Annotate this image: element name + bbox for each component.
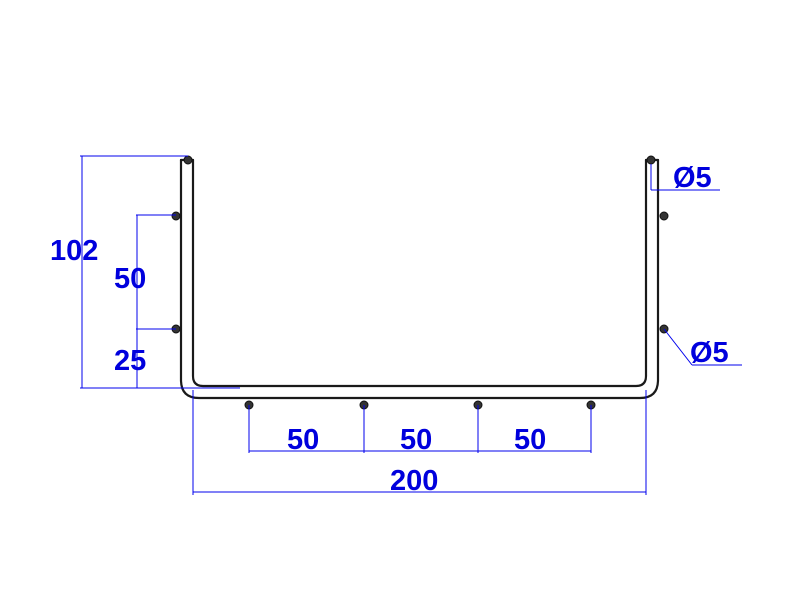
dimension-side [136, 214, 176, 388]
label-diameter-side: Ø5 [690, 337, 729, 369]
dimension-height [80, 155, 240, 389]
rod-left-upper [171, 211, 181, 221]
dimension-width [192, 390, 647, 495]
rod-left-top [183, 155, 193, 165]
label-side-spacing: 50 [114, 263, 146, 295]
dimension-bottom-spacing [248, 405, 592, 453]
tray-wire [179, 158, 660, 400]
label-total-height: 102 [50, 235, 98, 267]
longitudinal-rods [171, 155, 669, 410]
rod-right-top [646, 155, 656, 165]
tray-wire-outer [179, 158, 660, 400]
label-bottom-spacing-2: 50 [400, 424, 432, 456]
label-bottom-spacing-3: 50 [514, 424, 546, 456]
label-diameter-top: Ø5 [673, 162, 712, 194]
dimension-diameter-leaders [650, 164, 742, 366]
label-bottom-spacing-1: 50 [287, 424, 319, 456]
tray-wire-inner [191, 158, 648, 388]
label-side-offset: 25 [114, 345, 146, 377]
label-total-width: 200 [390, 465, 438, 497]
rod-right-upper [659, 211, 669, 221]
